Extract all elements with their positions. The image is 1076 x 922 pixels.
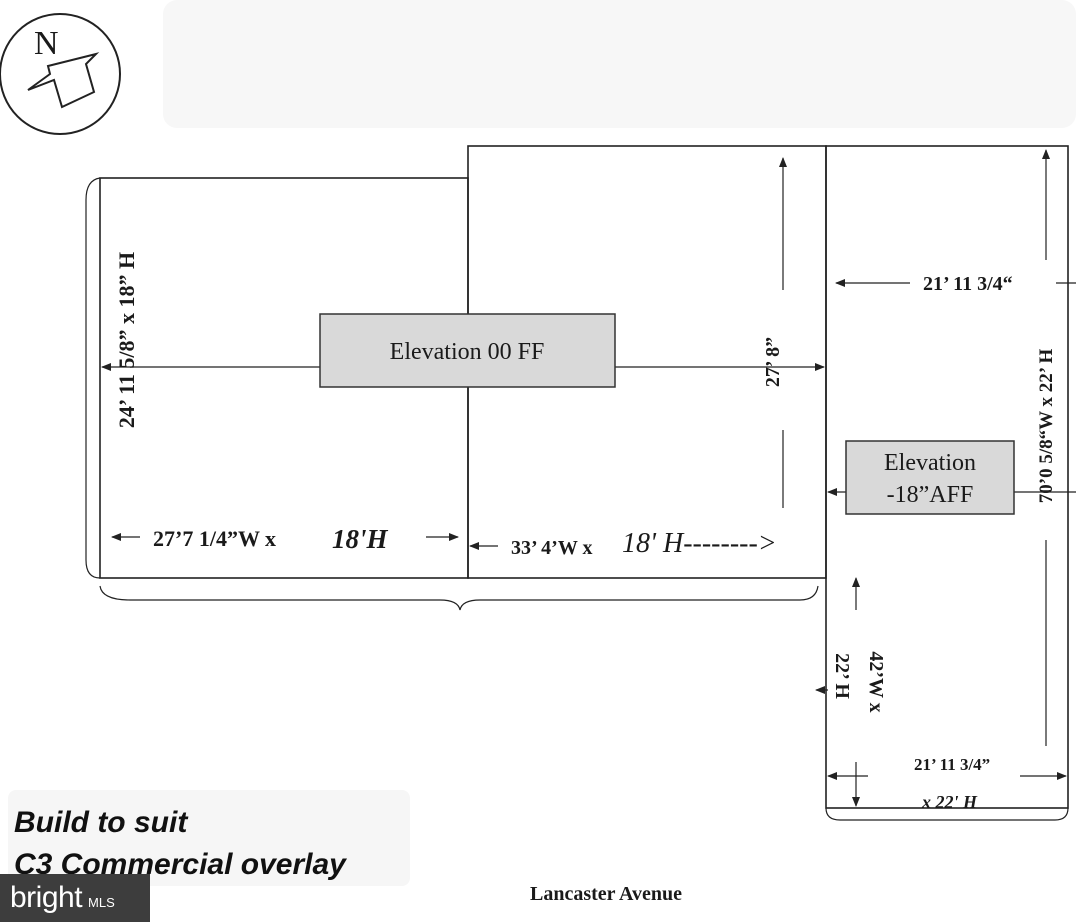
elevation-main-label: Elevation 00 FF: [390, 339, 545, 365]
mid-vertical-dimension: 27’ 8”: [762, 337, 784, 387]
elevation-side-label-2: -18”AFF: [887, 482, 974, 508]
mid-bottom-dimension: 33’ 4’W x: [511, 537, 592, 559]
lower-vertical-height: 22’ H: [831, 653, 853, 699]
note-build-to-suit: Build to suit: [14, 806, 188, 839]
background-patch: [163, 0, 1076, 128]
right-vertical-dimension: 70’0 5/8“W x 22’ H: [1036, 349, 1057, 504]
watermark-brand: bright: [10, 881, 83, 914]
elevation-main-box: [319, 313, 616, 388]
right-top-dimension: 21’ 11 3/4“: [923, 273, 1013, 295]
watermark-suffix: MLS: [88, 894, 115, 910]
left-vertical-dimension: 24’ 11 5/8” x 18” H: [114, 252, 139, 428]
bottom-right-height: x 22' H: [921, 792, 978, 812]
left-brace: [85, 177, 101, 579]
north-letter: N: [34, 25, 59, 62]
bottom-brace: [99, 585, 819, 611]
north-arrow-icon: [27, 52, 100, 109]
mid-bottom-height: 18' H-------->: [622, 528, 777, 559]
compass-circle: [0, 13, 121, 135]
street-label: Lancaster Avenue: [530, 883, 682, 905]
left-bottom-height: 18'H: [332, 524, 389, 554]
compass: N: [0, 13, 121, 135]
brightmls-watermark: bright MLS: [0, 874, 150, 922]
left-bottom-dimension: 27’7 1/4”W x: [153, 526, 276, 551]
bottom-right-dimension: 21’ 11 3/4”: [914, 755, 990, 774]
right-section: [825, 145, 1069, 809]
note-background: [8, 790, 410, 886]
bottom-right-brace: [825, 807, 1069, 821]
elevation-side-box: [845, 440, 1015, 515]
lower-vertical-dimension: 42’W x: [865, 651, 887, 712]
elevation-side-label-1: Elevation: [884, 450, 976, 476]
